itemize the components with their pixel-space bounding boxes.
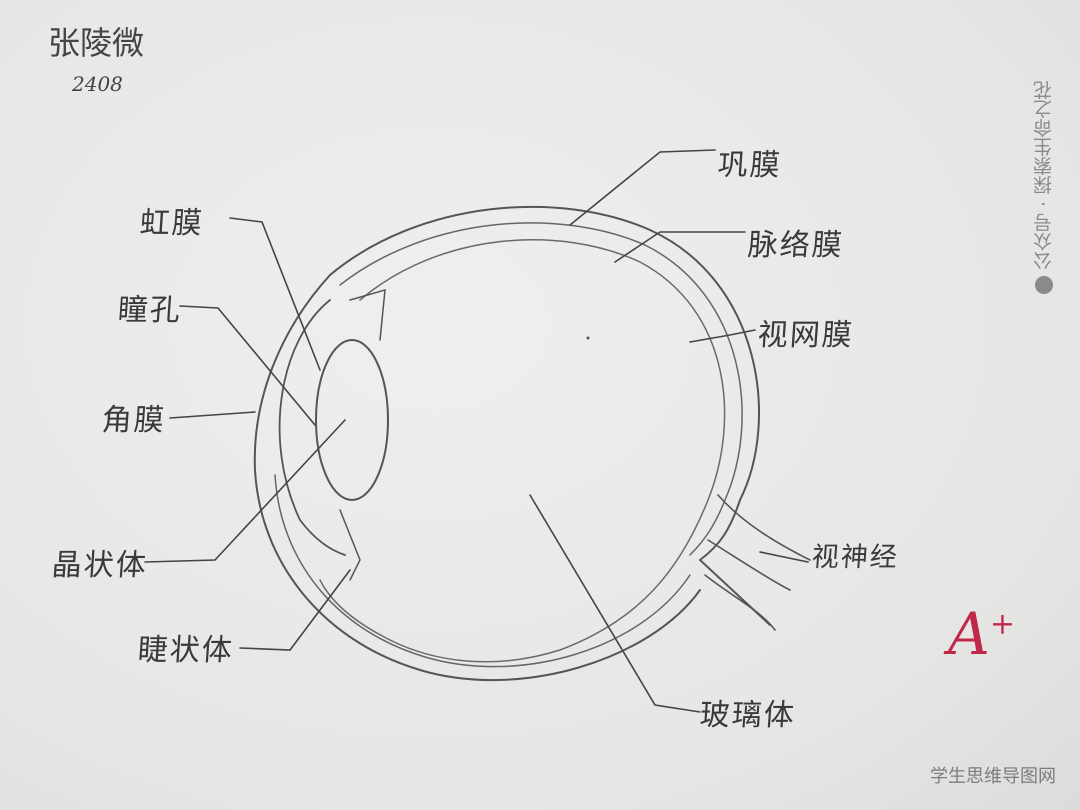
grade-plus: + <box>989 606 1016 642</box>
watermark-side-text: 公众号 · 探索生命之花 <box>1033 80 1055 270</box>
label-ciliary-body: 睫状体 <box>136 633 235 668</box>
label-iris: 虹膜 <box>138 206 205 241</box>
grade-letter: A <box>948 600 990 668</box>
label-retina: 视网膜 <box>756 318 855 353</box>
label-lens: 晶状体 <box>50 548 149 583</box>
sclera-outline <box>253 205 771 682</box>
student-name: 张陵微 <box>48 24 145 62</box>
label-optic-nerve: 视神经 <box>810 542 900 573</box>
grade-mark: A+ <box>948 600 1015 668</box>
student-class: 2408 <box>72 72 123 96</box>
cornea-outline <box>278 299 346 556</box>
watermark-bottom: 学生思维导图网 <box>930 766 1056 787</box>
label-cornea: 角膜 <box>100 403 167 438</box>
label-choroid: 脉络膜 <box>746 228 845 263</box>
lens-outline <box>315 339 389 501</box>
label-pupil: 瞳孔 <box>116 293 183 328</box>
leader-lines <box>144 149 809 713</box>
optic-nerve-outline <box>704 494 811 631</box>
watermark-side: 公众号 · 探索生命之花 <box>1030 24 1060 294</box>
choroid-outline <box>274 222 743 668</box>
wechat-icon <box>1035 276 1053 294</box>
retina-outline <box>319 239 726 663</box>
label-vitreous-body: 玻璃体 <box>698 698 797 733</box>
iris-outline <box>339 288 386 581</box>
label-sclera: 巩膜 <box>716 148 783 183</box>
